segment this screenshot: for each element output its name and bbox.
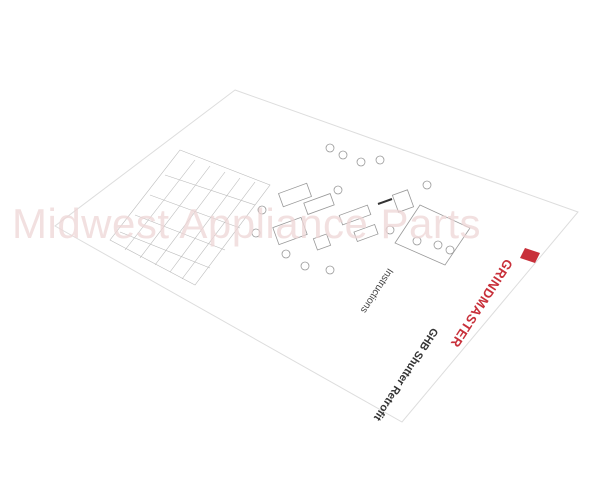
parts-table	[109, 149, 271, 286]
grindmaster-logo-icon	[520, 248, 540, 263]
exploded-diagram	[251, 143, 471, 275]
watermark: Midwest Appliance Parts	[12, 200, 482, 247]
paper-sheet	[54, 89, 579, 423]
